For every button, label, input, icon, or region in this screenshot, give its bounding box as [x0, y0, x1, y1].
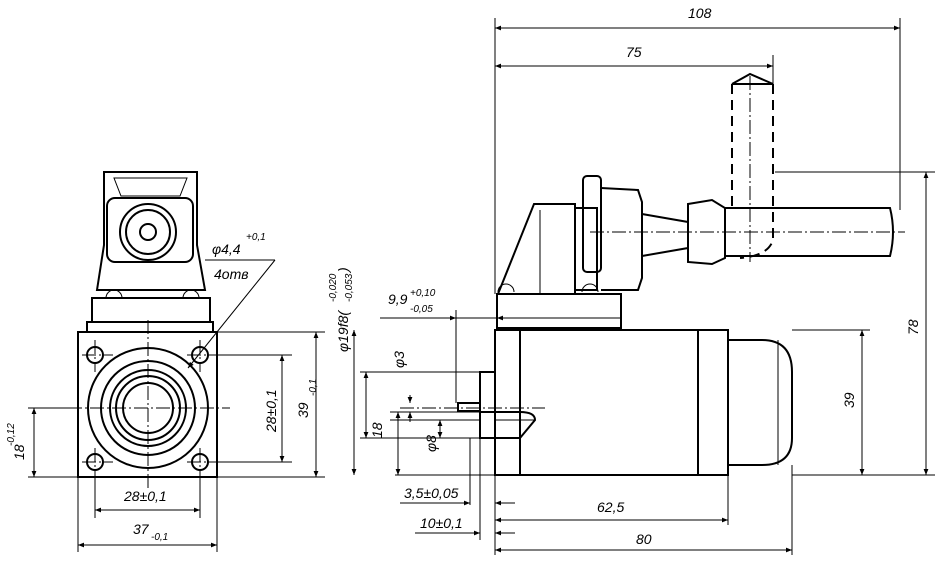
dim-phi19-close-paren: )	[335, 267, 351, 274]
dim-18-left: 18	[11, 444, 27, 460]
dim-9-9-upper-tol: +0,10	[410, 288, 436, 299]
dim-phi3: φ3	[391, 351, 407, 368]
dim-phi19f8: φ19f8(	[335, 310, 351, 352]
dim-3-5: 3,5±0,05	[404, 485, 459, 501]
dim-80: 80	[636, 531, 652, 547]
dim-10: 10±0,1	[420, 515, 463, 531]
dim-39-vertical: 39	[295, 402, 311, 418]
dim-108: 108	[688, 5, 712, 21]
dim-75: 75	[626, 44, 642, 60]
dim-9-9-lower-tol: -0,05	[410, 304, 433, 315]
dim-phi19-upper-tol: -0,020	[328, 273, 339, 302]
dim-28-horizontal: 28±0,1	[123, 488, 167, 504]
dim-39-tolerance: -0,1	[308, 379, 319, 396]
dim-39-side: 39	[841, 392, 857, 408]
front-view: φ4,4 +0,1 4отв 28±0,1 39 -0,1 18 -0,12 2…	[6, 171, 325, 552]
side-view: 108 75 78 39 62,5 80 3,5±0,05 10±0	[328, 5, 935, 555]
dim-37: 37	[133, 521, 150, 537]
hole-spec-tolerance: +0,1	[246, 232, 266, 243]
dim-9-9: 9,9	[388, 291, 408, 307]
hole-spec-label: φ4,4	[212, 241, 241, 257]
hole-count-label: 4отв	[214, 266, 249, 282]
dim-phi8: φ8	[423, 435, 439, 452]
dim-62-5: 62,5	[597, 499, 624, 515]
dim-28-vertical: 28±0,1	[263, 389, 279, 433]
dim-37-tolerance: -0,1	[151, 532, 168, 543]
dim-18-tolerance: -0,12	[6, 423, 17, 446]
dim-phi19-lower-tol: -0,053	[344, 273, 355, 302]
dim-78: 78	[905, 319, 921, 335]
dim-18-side: 18	[369, 422, 385, 438]
